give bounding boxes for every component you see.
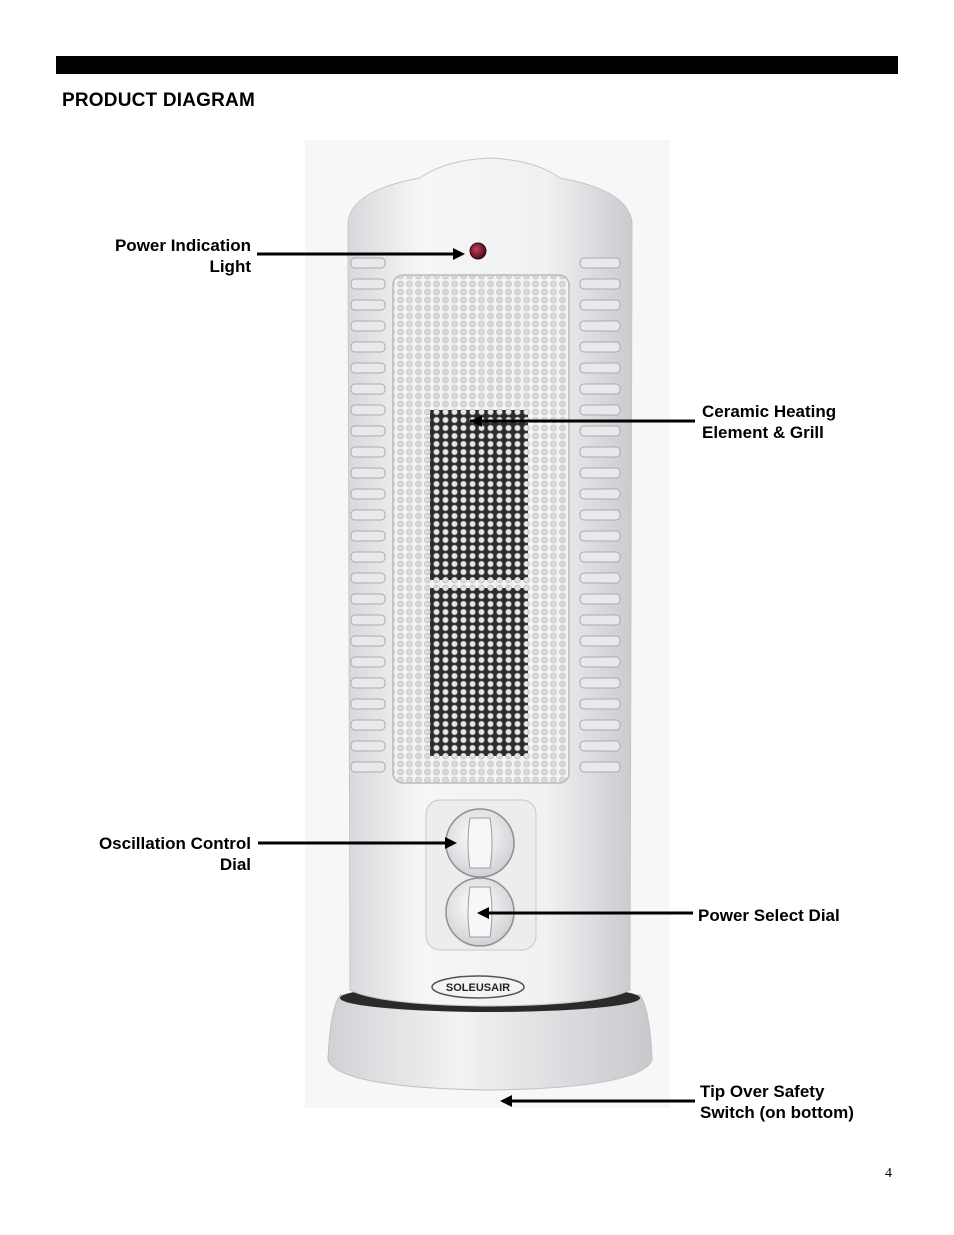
callout-ceramic-line2: Element & Grill (702, 423, 824, 442)
ceramic-element-upper (430, 410, 528, 580)
callout-power-select-line1: Power Select Dial (698, 906, 840, 925)
callout-lines (257, 252, 695, 1103)
arrow-ceramic-icon (470, 415, 482, 427)
svg-text:SOLEUSAIR: SOLEUSAIR (446, 982, 510, 994)
callout-power-light-line2: Light (209, 257, 251, 276)
callout-power-indication-light: Power Indication Light (60, 235, 251, 277)
callout-ceramic-line1: Ceramic Heating (702, 402, 837, 421)
page-title: PRODUCT DIAGRAM (62, 90, 255, 111)
header-bar (56, 56, 898, 74)
power-light-icon (469, 242, 487, 260)
arrow-tip-over-icon (500, 1095, 512, 1107)
callout-oscillation-line1: Oscillation Control (98, 834, 251, 853)
callout-power-select-dial: Power Select Dial (698, 905, 840, 926)
right-vents (579, 257, 621, 773)
arrow-power-light-icon (453, 248, 465, 260)
callout-oscillation-line2: Dial (219, 855, 251, 874)
callout-arrowheads (445, 248, 512, 1107)
callout-ceramic-heating-element: Ceramic Heating Element & Grill (702, 401, 836, 443)
callout-power-light-line1: Power Indication (114, 236, 251, 255)
arrow-power-select-icon (477, 907, 489, 919)
callout-oscillation-control-dial: Oscillation Control Dial (60, 833, 251, 875)
left-vents (350, 257, 386, 773)
soleusair-logo-icon: SOLEUSAIR (431, 975, 525, 999)
callout-tip-over-line1: Tip Over Safety (700, 1082, 825, 1101)
heater-base (327, 994, 653, 1091)
callout-tip-over-line2: Switch (on bottom) (700, 1103, 854, 1122)
page-number: 4 (885, 1166, 892, 1181)
ceramic-element-lower (430, 588, 528, 756)
callout-tip-over-safety-switch: Tip Over Safety Switch (on bottom) (700, 1081, 854, 1123)
arrow-oscillation-icon (445, 837, 457, 849)
oscillation-dial-icon (445, 808, 515, 878)
